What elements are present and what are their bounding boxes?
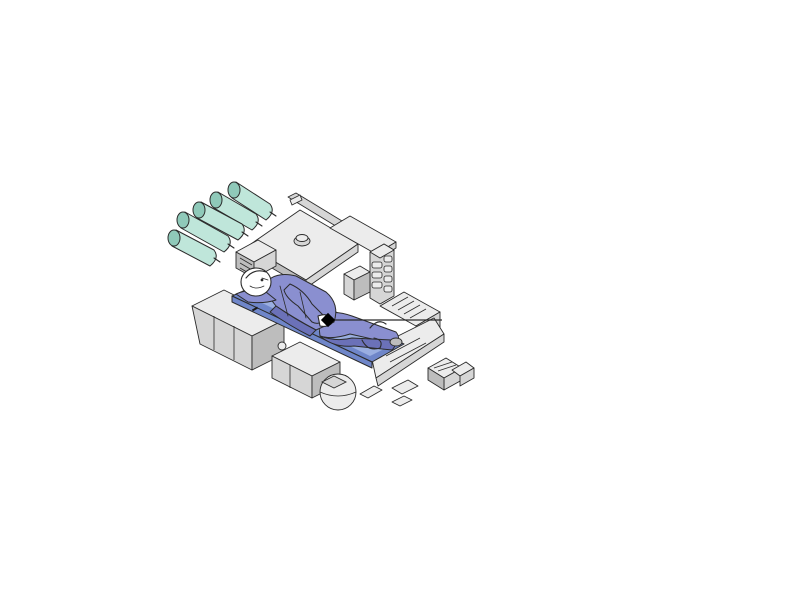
sphere-tank [319,373,357,411]
gas-cylinder [209,191,263,231]
bench-module [191,289,341,399]
gas-cylinder-rack [167,181,277,267]
gas-cylinder [167,229,221,267]
gas-cylinder [176,211,235,253]
control-console [359,291,475,407]
valve-manifold [343,243,395,305]
callout [320,312,442,328]
gas-cylinder [192,201,249,241]
overhead-equipment-frame [235,192,397,289]
diamond-marker-icon [320,312,336,328]
gas-cylinder [227,181,277,221]
